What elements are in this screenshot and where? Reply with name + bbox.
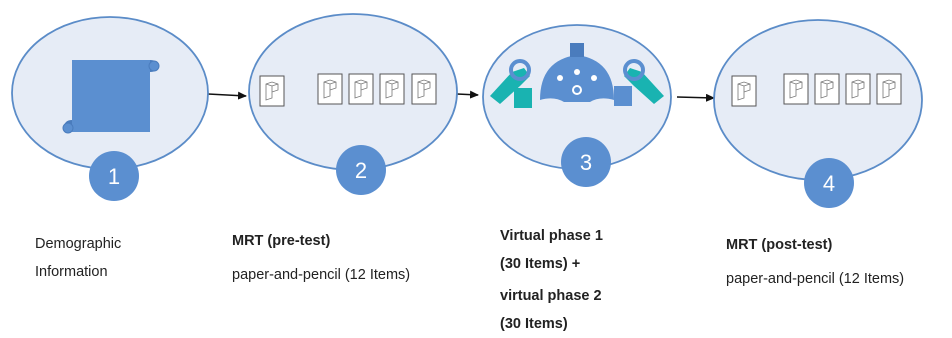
stage-4-label: MRT (post-test) paper-and-pencil (12 Ite… xyxy=(726,235,952,289)
stage-3: 3 xyxy=(482,24,672,187)
step-number-4: 4 xyxy=(823,171,835,196)
step-number-3: 3 xyxy=(580,150,592,175)
stage-1-line1: Demographic xyxy=(35,236,122,252)
arrow-1-2 xyxy=(207,91,247,100)
stage-3-line1: Virtual phase 1 xyxy=(500,228,603,244)
stage-2-subtitle: paper-and-pencil (12 Items) xyxy=(232,267,411,283)
stage-3-label: Virtual phase 1 (30 Items) + virtual pha… xyxy=(500,224,690,336)
arrow-2-3 xyxy=(456,90,479,99)
stage-3-line2: (30 Items) + xyxy=(500,256,581,272)
stage-3-line4: (30 Items) xyxy=(500,316,568,332)
stage-4-subtitle: paper-and-pencil (12 Items) xyxy=(726,271,905,287)
stage-2: 2 xyxy=(248,13,458,195)
step-badge-1 xyxy=(89,151,139,201)
stage-2-title: MRT (pre-test) xyxy=(232,233,331,249)
stage-4: 4 xyxy=(713,19,923,208)
stage-1-line2: Information xyxy=(35,264,108,280)
step-badge-3 xyxy=(561,137,611,187)
step-number-2: 2 xyxy=(355,158,367,183)
stage-1-label: Demographic Information xyxy=(35,234,185,282)
arrow-3-4 xyxy=(676,93,715,102)
stage-3-line3: virtual phase 2 xyxy=(500,288,602,304)
stage-4-title: MRT (post-test) xyxy=(726,237,833,253)
step-number-1: 1 xyxy=(108,164,120,189)
scroll-icon xyxy=(62,60,160,134)
step-badge-2 xyxy=(336,145,386,195)
stage-1: 1 xyxy=(11,16,209,201)
vr-headset-controllers-icon xyxy=(490,43,664,108)
step-badge-4 xyxy=(804,158,854,208)
stage-2-label: MRT (pre-test) paper-and-pencil (12 Item… xyxy=(232,231,492,285)
